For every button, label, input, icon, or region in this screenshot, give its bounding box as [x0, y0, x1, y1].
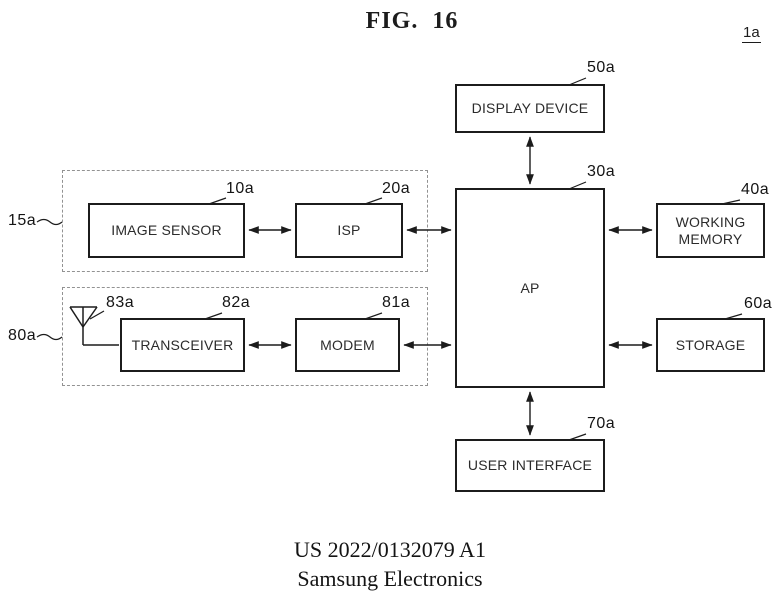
block-isp: ISP [295, 203, 403, 258]
ref-image-sensor: 10a [226, 180, 255, 197]
ref-imaging-group: 15a [8, 212, 37, 229]
group-imaging-dashed-box [62, 170, 428, 272]
footer: US 2022/0132079 A1 Samsung Electronics [0, 535, 780, 593]
ref-ap: 30a [587, 163, 616, 180]
block-modem-label: MODEM [320, 336, 375, 353]
assignee-name: Samsung Electronics [297, 566, 483, 591]
block-ap-label: AP [520, 279, 540, 296]
ref-isp: 20a [382, 180, 411, 197]
block-modem: MODEM [295, 318, 400, 372]
block-storage: STORAGE [656, 318, 765, 372]
block-transceiver: TRANSCEIVER [120, 318, 245, 372]
block-user-interface: USER INTERFACE [455, 439, 605, 492]
block-display-device-label: DISPLAY DEVICE [471, 100, 589, 116]
ref-antenna: 83a [106, 294, 135, 311]
block-ap: AP [455, 188, 605, 388]
figure-title: FIG. 16 [365, 8, 459, 34]
block-transceiver-label: TRANSCEIVER [131, 336, 234, 353]
block-storage-label: STORAGE [675, 336, 746, 353]
ref-display-device: 50a [587, 59, 616, 76]
block-image-sensor-label: IMAGE SENSOR [111, 222, 222, 238]
block-isp-label: ISP [337, 222, 361, 238]
publication-number: US 2022/0132079 A1 [294, 537, 486, 562]
group-communication-dashed-box [62, 287, 428, 386]
ref-working-memory: 40a [741, 181, 770, 198]
ref-modem: 81a [382, 294, 411, 311]
ref-transceiver: 82a [222, 294, 251, 311]
ref-storage: 60a [744, 295, 773, 312]
leader-15a [36, 218, 63, 226]
block-image-sensor: IMAGE SENSOR [88, 203, 245, 258]
leader-80a [36, 333, 63, 341]
block-working-memory: WORKING MEMORY [656, 203, 765, 258]
block-working-memory-label: WORKING MEMORY [675, 213, 746, 247]
ref-communication-group: 80a [8, 327, 37, 344]
figure-reference-label: 1a [742, 24, 761, 43]
ref-user-interface: 70a [587, 415, 616, 432]
block-user-interface-label: USER INTERFACE [467, 457, 593, 473]
block-display-device: DISPLAY DEVICE [455, 84, 605, 133]
